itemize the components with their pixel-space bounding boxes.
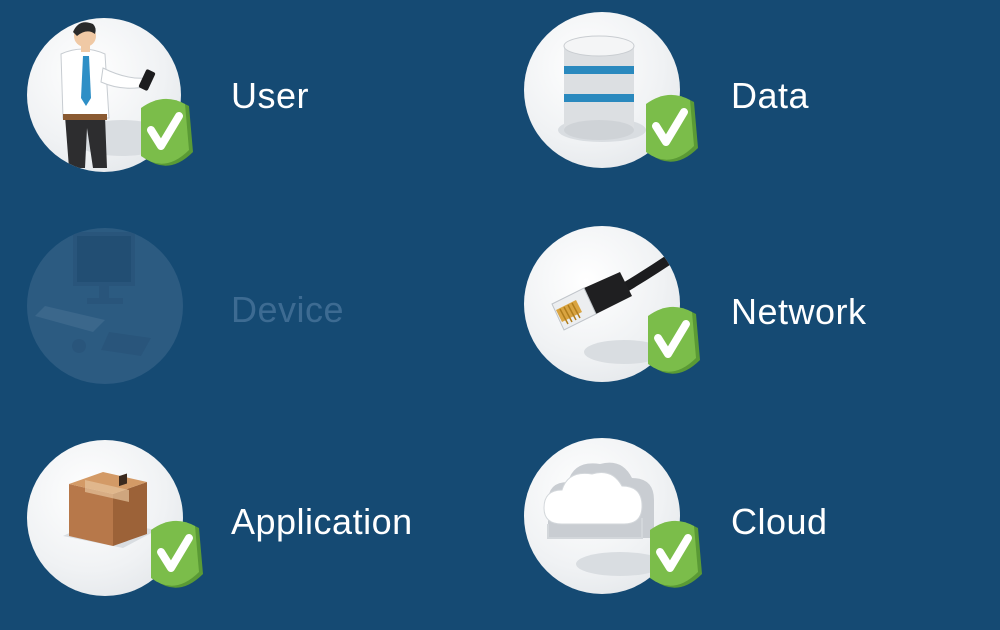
item-user[interactable]: User xyxy=(27,18,447,208)
item-label: Device xyxy=(231,289,345,330)
check-badge-icon xyxy=(648,306,700,374)
check-badge-icon xyxy=(650,520,702,588)
item-data[interactable]: Data xyxy=(524,12,944,202)
item-network[interactable]: Network xyxy=(524,226,944,416)
check-badge-icon xyxy=(646,94,698,162)
item-label: Application xyxy=(231,501,413,542)
item-label: User xyxy=(231,75,310,116)
check-badge-icon xyxy=(141,98,193,166)
item-device[interactable]: Device xyxy=(27,228,447,418)
check-badge-icon xyxy=(151,520,203,588)
item-label: Network xyxy=(731,291,867,332)
item-cloud[interactable]: Cloud xyxy=(524,438,944,628)
item-application[interactable]: Application xyxy=(27,440,447,630)
computer-icon xyxy=(27,228,183,384)
item-label: Data xyxy=(731,75,810,116)
item-label: Cloud xyxy=(731,501,828,542)
